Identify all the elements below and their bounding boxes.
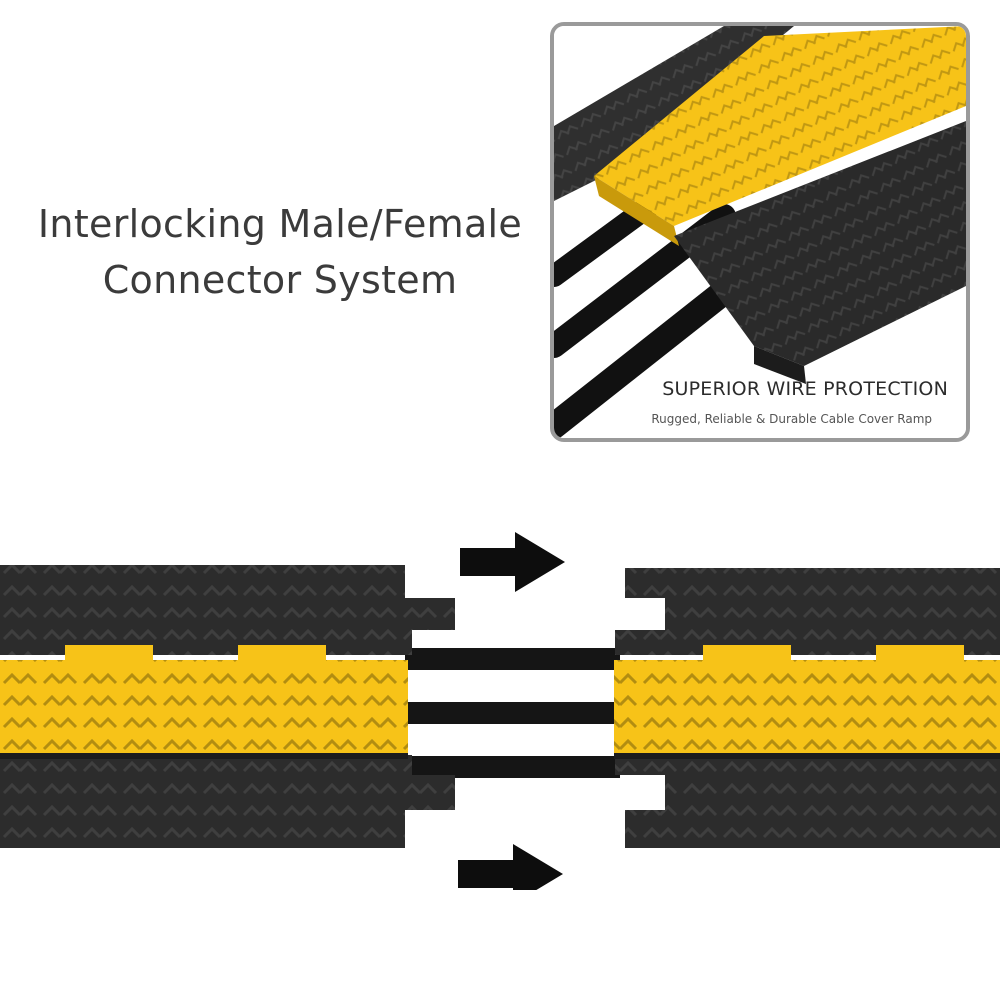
headline: Interlocking Male/Female Connector Syste… (20, 196, 540, 308)
headline-line-2: Connector System (102, 258, 458, 302)
inset-subtitle: Rugged, Reliable & Durable Cable Cover R… (651, 412, 932, 426)
inset-ramp-illustration (554, 26, 966, 438)
right-ramp-section (614, 568, 1000, 848)
inset-title: SUPERIOR WIRE PROTECTION (662, 378, 948, 400)
left-ramp-section (0, 565, 455, 848)
arrow-right-icon (460, 532, 565, 592)
inset-photo: SUPERIOR WIRE PROTECTION Rugged, Reliabl… (550, 22, 970, 442)
connector-scene (0, 532, 1000, 890)
cables (405, 648, 620, 778)
headline-line-1: Interlocking Male/Female (37, 202, 523, 246)
arrow-right-icon (458, 844, 563, 890)
